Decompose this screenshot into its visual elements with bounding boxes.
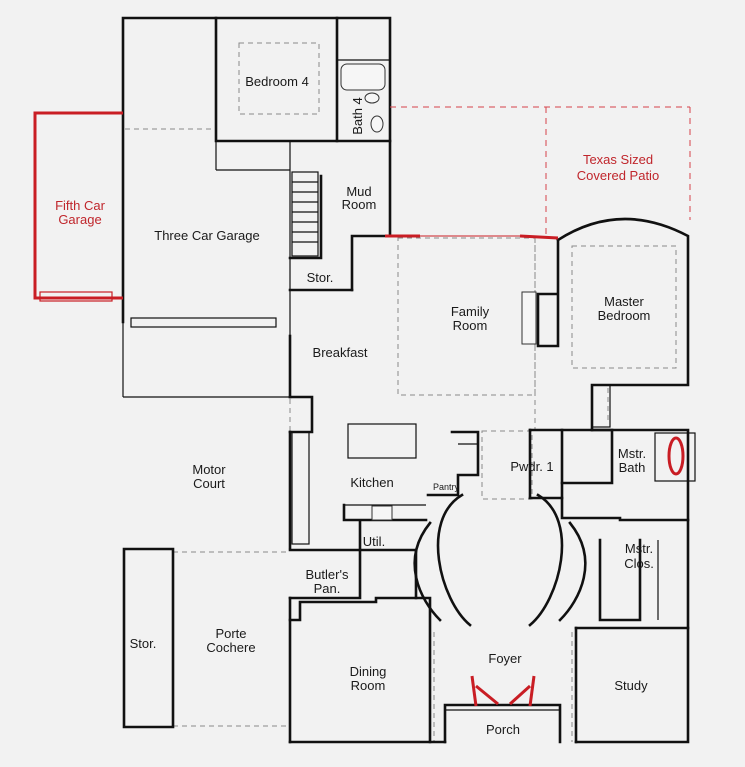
label-powder: Pwdr. 1: [510, 459, 553, 474]
label-three-car-garage: Three Car Garage: [154, 228, 260, 243]
label-family-room-1: Family: [451, 304, 490, 319]
label-patio-2: Covered Patio: [577, 168, 659, 183]
label-bath-4: Bath 4: [350, 97, 365, 135]
label-dining-room-1: Dining: [350, 664, 387, 679]
label-master-bedroom-2: Bedroom: [598, 308, 651, 323]
label-master-closet-2: Clos.: [624, 556, 654, 571]
label-breakfast: Breakfast: [313, 345, 368, 360]
option-highlights: [33, 106, 691, 707]
label-porch: Porch: [486, 722, 520, 737]
label-fifth-car-garage-1: Fifth Car: [55, 198, 106, 213]
label-utility: Util.: [363, 534, 385, 549]
walls: [121, 16, 696, 744]
label-study: Study: [614, 678, 648, 693]
label-master-bath-2: Bath: [619, 460, 646, 475]
label-fifth-car-garage-2: Garage: [58, 212, 101, 227]
dashed-outlines: [125, 42, 677, 742]
label-family-room-2: Room: [453, 318, 488, 333]
room-labels: Bedroom 4 Bath 4 Mud Room Fifth Car Gara…: [55, 74, 659, 737]
label-butlers-pantry-2: Pan.: [314, 581, 341, 596]
label-foyer: Foyer: [488, 651, 522, 666]
label-motor-court-1: Motor: [192, 462, 226, 477]
label-mud-room-1: Mud: [346, 184, 371, 199]
label-master-bedroom-1: Master: [604, 294, 644, 309]
label-dining-room-2: Room: [351, 678, 386, 693]
label-storage-upper: Stor.: [307, 270, 334, 285]
label-motor-court-2: Court: [193, 476, 225, 491]
label-butlers-pantry-1: Butler's: [306, 567, 349, 582]
label-porte-cochere-2: Cochere: [206, 640, 255, 655]
label-patio-1: Texas Sized: [583, 152, 653, 167]
label-mud-room-2: Room: [342, 197, 377, 212]
label-master-bath-1: Mstr.: [618, 446, 646, 461]
label-porte-cochere-1: Porte: [215, 626, 246, 641]
label-bedroom-4: Bedroom 4: [245, 74, 309, 89]
label-master-closet-1: Mstr.: [625, 541, 653, 556]
label-pantry: Pantry: [433, 482, 460, 492]
label-storage-lower: Stor.: [130, 636, 157, 651]
label-kitchen: Kitchen: [350, 475, 393, 490]
garage-stairs: [291, 171, 319, 257]
